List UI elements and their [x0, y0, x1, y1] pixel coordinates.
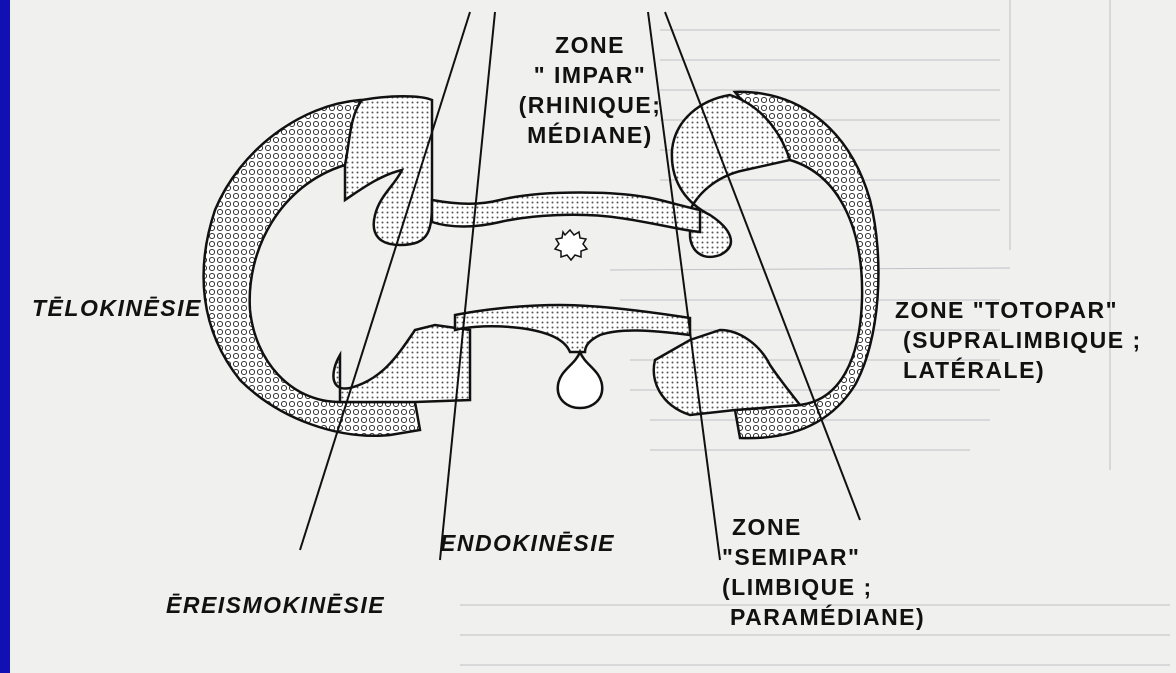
- label-ereismokinesie: ĒREISMOKINĒSIE: [166, 590, 385, 620]
- left-hemisphere: [204, 96, 470, 436]
- label-telokinesie: TĒLOKINĒSIE: [32, 293, 202, 323]
- label-zone-impar-line4: MÉDIANE): [510, 120, 670, 150]
- rhinic-vesicle: [555, 230, 587, 260]
- label-zone-semipar-line4: PARAMÉDIANE): [730, 602, 925, 632]
- label-zone-semipar-line3: (LIMBIQUE ;: [722, 572, 925, 602]
- left-lower-body: [333, 325, 470, 402]
- label-zone-semipar: ZONE "SEMIPAR" (LIMBIQUE ; PARAMÉDIANE): [722, 512, 925, 632]
- label-zone-semipar-line2: "SEMIPAR": [722, 542, 925, 572]
- central-canal: [558, 352, 602, 408]
- lower-commissure: [455, 305, 690, 352]
- label-zone-totopar-line1: ZONE "TOTOPAR": [895, 295, 1142, 325]
- label-zone-impar-line2: " IMPAR": [510, 60, 670, 90]
- label-zone-totopar: ZONE "TOTOPAR" (SUPRALIMBIQUE ; LATÉRALE…: [895, 295, 1142, 385]
- label-zone-impar: ZONE " IMPAR" (RHINIQUE; MÉDIANE): [510, 30, 670, 150]
- upper-commissure: [432, 193, 700, 233]
- label-zone-semipar-line1: ZONE: [732, 512, 925, 542]
- label-zone-totopar-line3: LATÉRALE): [903, 355, 1142, 385]
- label-zone-impar-line1: ZONE: [510, 30, 670, 60]
- right-lower-body: [654, 330, 800, 415]
- label-endokinesie: ENDOKINĒSIE: [440, 528, 615, 558]
- right-hemisphere: [654, 92, 879, 438]
- label-zone-impar-line3: (RHINIQUE;: [510, 90, 670, 120]
- label-zone-totopar-line2: (SUPRALIMBIQUE ;: [903, 325, 1142, 355]
